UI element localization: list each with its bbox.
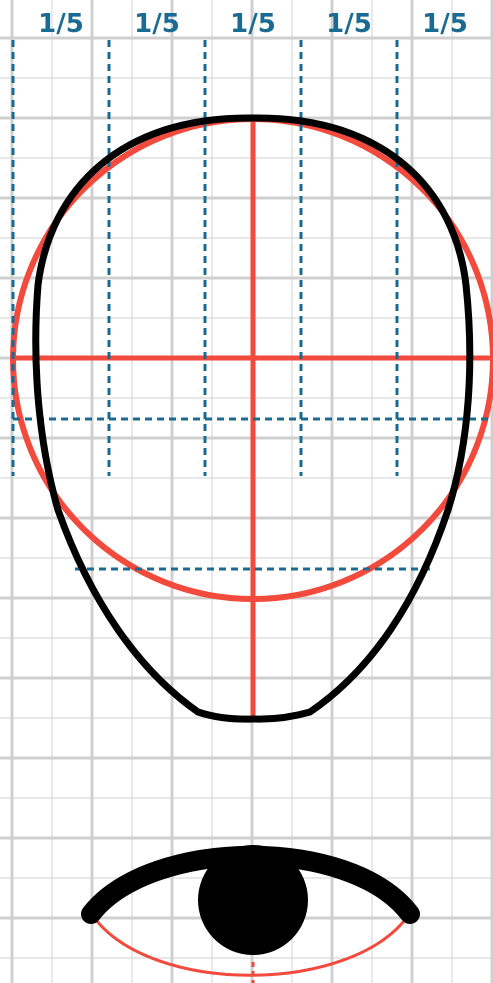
fraction-label-3: 1/5 (230, 9, 276, 39)
fraction-label-2: 1/5 (134, 9, 180, 39)
fraction-label-1: 1/5 (38, 9, 84, 39)
fraction-labels: 1/5 1/5 1/5 1/5 1/5 (38, 9, 468, 39)
fraction-label-5: 1/5 (422, 9, 468, 39)
fraction-label-4: 1/5 (326, 9, 372, 39)
